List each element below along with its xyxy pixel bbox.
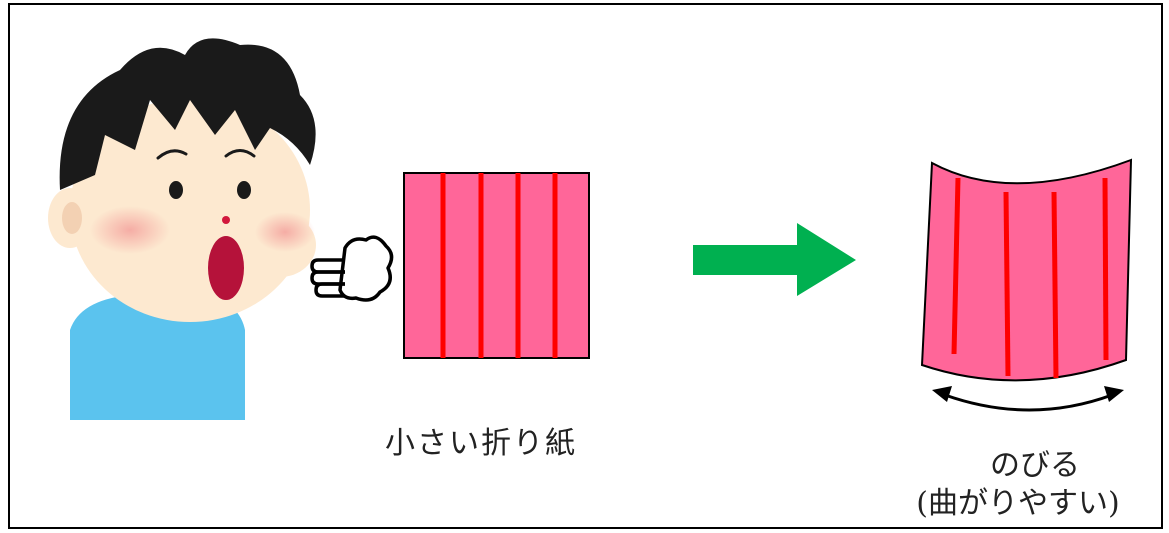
- fold-line: [951, 177, 961, 355]
- small-paper: [403, 172, 590, 359]
- right-arrow-icon: [693, 223, 856, 296]
- fold-line: [1051, 191, 1059, 379]
- breath-puff-icon: [310, 235, 394, 302]
- result-label-stretch: のびる: [990, 448, 1080, 483]
- bent-paper: [920, 158, 1133, 382]
- fold-line: [1003, 191, 1011, 377]
- double-headed-arrow-icon: [932, 386, 1124, 412]
- result-label-bendable: (曲がりやすい): [916, 486, 1120, 521]
- fold-line: [1102, 177, 1109, 361]
- boy-blowing-icon: [48, 38, 316, 420]
- small-paper-label: 小さい折り紙: [385, 426, 577, 461]
